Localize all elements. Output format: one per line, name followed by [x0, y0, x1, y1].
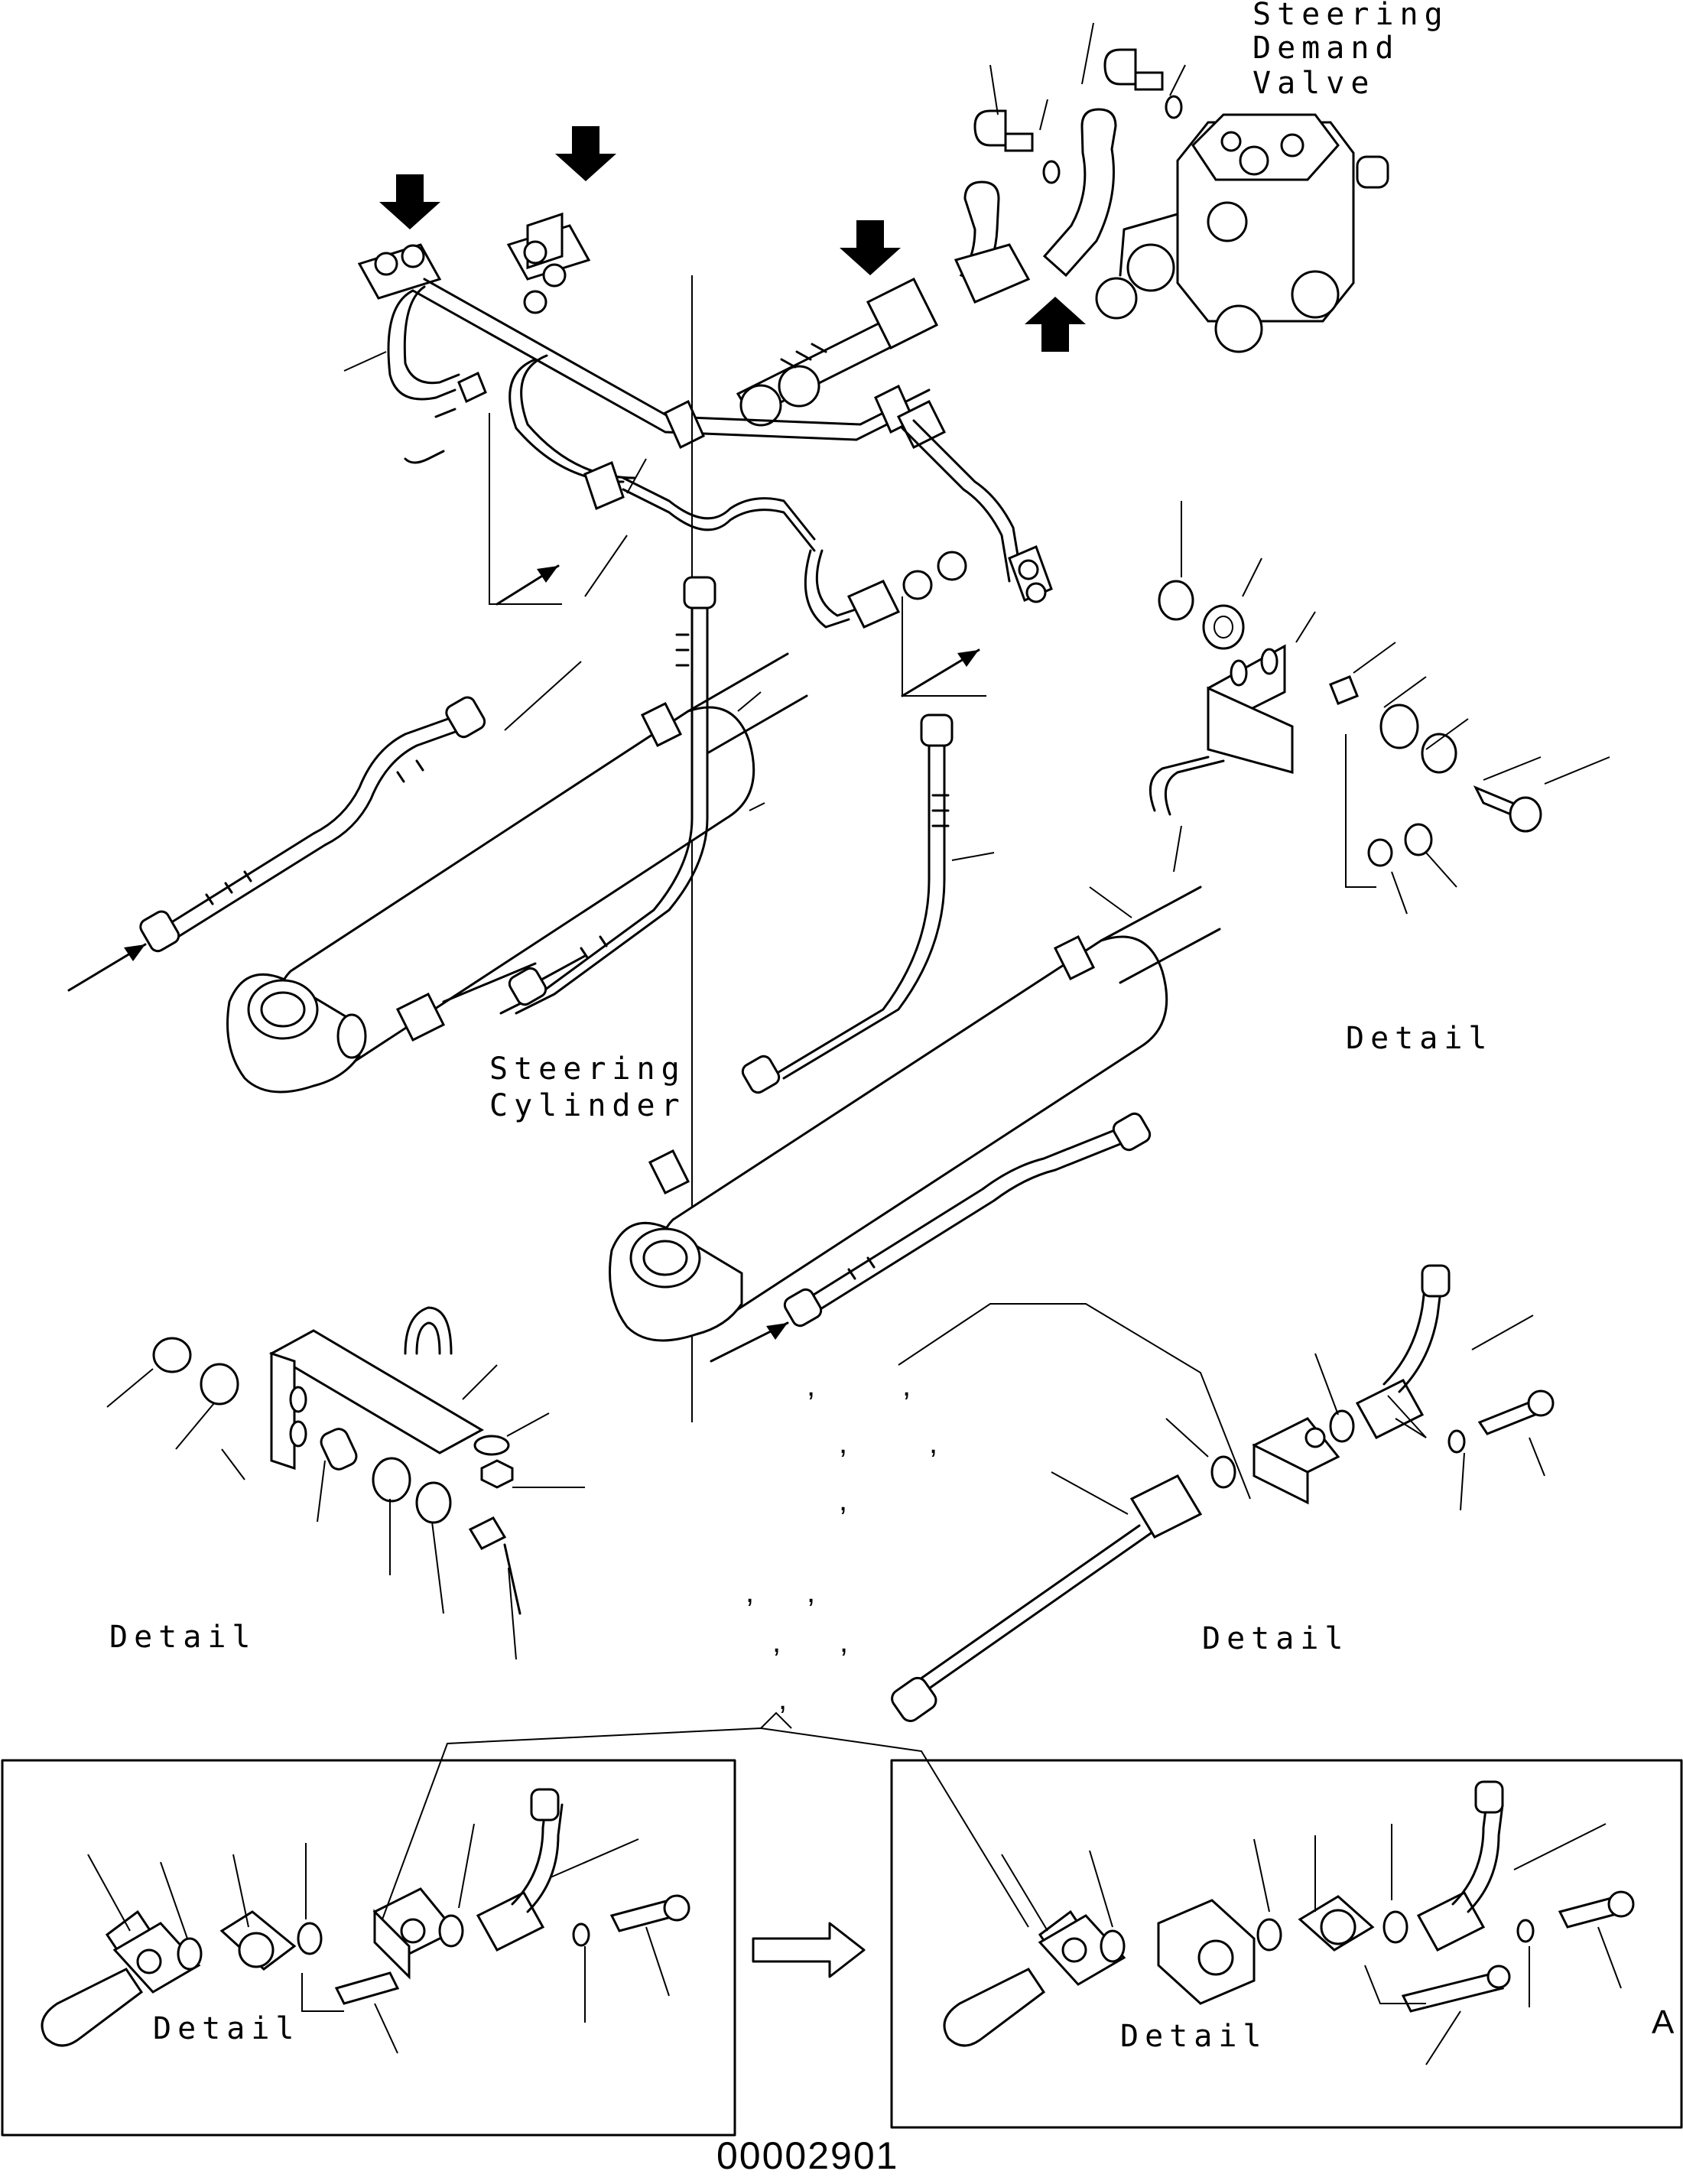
valve-fittings: [959, 48, 1183, 284]
box-connectors: [382, 1711, 1029, 1978]
detail-label-box-right: Detail: [1120, 2019, 1268, 2054]
comma-mark-1: ,: [807, 1369, 816, 1402]
detail-label-upper-right: Detail: [1346, 1021, 1493, 1056]
detail-upper-right-parts: [1149, 501, 1610, 915]
flow-arrow-down-1: [379, 174, 440, 229]
detail-label-lower-left: Detail: [109, 1620, 257, 1655]
comma-mark-10: ,: [778, 1682, 788, 1716]
upper-pipe-harness: [357, 212, 1053, 629]
steering-demand-valve-label-line-2: Demand: [1253, 31, 1400, 66]
flow-arrow-down-3: [840, 220, 901, 275]
flow-arrow-down-2: [555, 126, 616, 181]
comma-mark-7: ,: [807, 1575, 816, 1609]
feed-arrows: [67, 564, 980, 1363]
comma-mark-2: ,: [902, 1369, 911, 1402]
detail-label-lower-right: Detail: [1202, 1621, 1350, 1656]
steering-cylinder-label-line-2: Cylinder: [489, 1088, 686, 1123]
right-cylinder-hoses: [741, 713, 1152, 1328]
comma-mark-9: ,: [840, 1625, 849, 1659]
flow-arrows: [379, 126, 1086, 352]
valve-supply-hose: [736, 243, 1031, 427]
detail-label-box-left: Detail: [153, 2011, 301, 2046]
comma-mark-3: ,: [839, 1426, 848, 1460]
comma-mark-8: ,: [772, 1625, 781, 1659]
steering-demand-valve-label-line-1: Steering: [1253, 0, 1449, 32]
steering-demand-valve-label-line-3: Valve: [1253, 66, 1376, 101]
detail-lower-right-parts: [891, 1264, 1555, 1722]
comma-mark-4: ,: [929, 1426, 938, 1460]
left-cylinder-hoses: [139, 576, 716, 1015]
steering-demand-valve: [1095, 113, 1389, 353]
comma-mark-5: ,: [839, 1484, 848, 1517]
comma-mark-6: ,: [746, 1575, 755, 1609]
left-steering-cylinder: [226, 652, 808, 1094]
steering-cylinder-label-line-1: Steering: [489, 1051, 686, 1087]
detail-box-right: [890, 1759, 1683, 2129]
detail-box-left: [1, 1759, 736, 2137]
edge-mark: A: [1652, 2004, 1676, 2041]
detail-lower-left-parts: [106, 1306, 585, 1660]
flow-arrow-up-1: [1025, 297, 1086, 352]
right-steering-cylinder: [609, 886, 1221, 1342]
figure-number: 00002901: [716, 2134, 899, 2177]
